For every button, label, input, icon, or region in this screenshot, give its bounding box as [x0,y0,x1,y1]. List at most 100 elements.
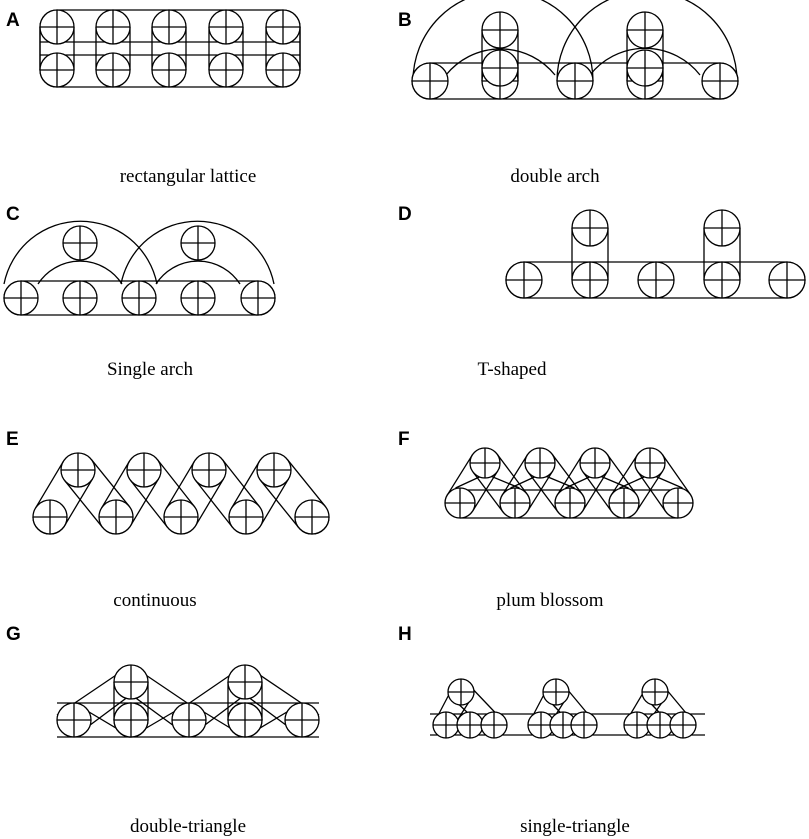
panel-letter-b: B [398,10,412,31]
diagram-continuous [32,452,330,535]
pile-icon [98,499,134,535]
connector-line [286,458,326,507]
pile-icon [227,702,263,738]
pile-icon [228,499,264,535]
connector-line [130,480,169,528]
panel-d: D T-shaped [398,204,806,380]
connector-line [90,458,130,507]
caption-f: plum blossom [496,590,603,611]
pile-icon [113,664,149,700]
panel-g: G double-triangle [6,624,320,837]
pile-icon [646,711,674,739]
arch-curve [445,48,556,76]
pile-icon [62,225,98,261]
pile-icon [542,678,570,706]
pile-icon [432,711,460,739]
connector-line [501,454,528,496]
panel-c: C Single arch [3,204,276,380]
pile-icon [240,280,276,316]
pile-icon [411,62,449,100]
pile-icon [208,52,244,88]
connector-line [610,454,638,496]
arch-curve [412,0,594,82]
pile-icon [151,52,187,88]
panel-letter-f: F [398,429,410,450]
pile-icon [444,487,476,519]
connector-line [64,480,104,529]
pile-icon [62,280,98,316]
pile-icon [265,9,301,45]
pile-icon [634,447,666,479]
panel-e: E continuous [6,429,330,611]
pile-icon [284,702,320,738]
pile-icon [556,62,594,100]
panel-b: B double arch [398,0,739,187]
connector-line [230,460,260,509]
pile-icon [95,9,131,45]
caption-e: continuous [113,590,196,611]
connector-line [64,478,94,527]
panel-letter-c: C [6,204,20,225]
connector-line [606,453,637,495]
pile-icon [126,452,162,488]
connector-line [195,478,225,527]
pile-icon [208,9,244,45]
panel-letter-g: G [6,624,21,645]
connector-line [221,459,260,507]
pile-icon [39,9,75,45]
panel-h: H single-triangle [398,624,705,837]
diagram-double-arch [411,0,739,100]
connector-line [472,471,504,513]
pile-icon [163,499,199,535]
pile-icon [3,280,39,316]
diagram-plum-blossom [444,447,694,519]
pile-icon [571,261,609,299]
pile-icon [151,9,187,45]
diagram-double-triangle [56,664,320,738]
connector-line [446,454,473,496]
connector-line [527,471,559,513]
caption-a: rectangular lattice [120,166,257,187]
pile-icon [256,452,292,488]
connector-line [661,454,691,495]
pile-icon [623,711,651,739]
pile-icon [121,280,157,316]
pile-icon [637,261,675,299]
panel-letter-a: A [6,10,20,31]
caption-g: double-triangle [130,816,246,837]
panel-f: F plum blossom [398,429,694,611]
connector-line [156,459,195,507]
pile-icon [608,487,640,519]
pile-icon [703,261,741,299]
pile-icon [294,499,330,535]
pile-icon [480,711,508,739]
pile-icon [227,664,263,700]
pile-icon [95,52,131,88]
caption-h: single-triangle [520,816,630,837]
arch-curve [37,260,123,285]
connector-line [100,460,130,509]
arch-curve [155,260,241,285]
panel-letter-h: H [398,624,412,645]
arch-curve [556,0,738,82]
pile-icon [626,49,664,87]
pile-icon [180,280,216,316]
pile-icon [505,261,543,299]
caption-c: Single arch [107,359,194,380]
pile-icon [191,452,227,488]
connector-line [556,454,583,496]
pile-icon [662,487,694,519]
panel-letter-d: D [398,204,412,225]
diagram-rectangular-lattice [39,9,301,88]
pile-icon [768,261,806,299]
connector-line [195,480,234,528]
caption-b: double arch [510,166,600,187]
diagram-single-arch [3,220,276,316]
diagram-t-shaped [505,209,806,299]
pile-icon [701,62,739,100]
panel-letter-e: E [6,429,19,450]
connector-line [551,453,583,495]
pile-icon [39,52,75,88]
pile-icon [469,447,501,479]
